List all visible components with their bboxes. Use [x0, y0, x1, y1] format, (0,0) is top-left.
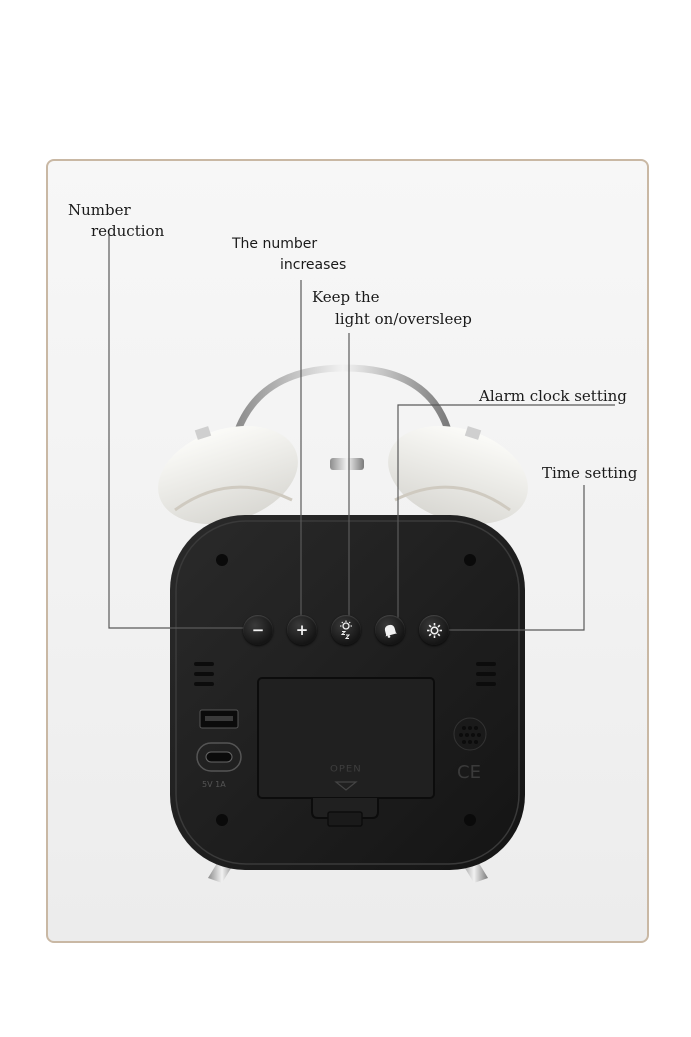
plus-icon: +: [295, 621, 309, 639]
leader-line-alarm: [397, 404, 615, 630]
leader-line-time: [436, 485, 585, 631]
left-bell: [158, 425, 298, 525]
screw: [464, 814, 476, 826]
gear-icon: [426, 622, 442, 638]
screw: [216, 554, 228, 566]
port-rating: 5V 1A: [202, 780, 226, 789]
vents-left: [194, 662, 214, 686]
label-number-increases-line1: The number: [232, 236, 318, 252]
label-light-line1: Keep the: [312, 288, 380, 306]
minus-button[interactable]: −: [243, 615, 273, 645]
label-time-setting: Time setting: [542, 464, 638, 482]
plus-button[interactable]: +: [287, 615, 317, 645]
screw: [216, 814, 228, 826]
screw: [464, 554, 476, 566]
battery-cover-text: OPEN: [330, 764, 362, 775]
label-number-reduction-line2: reduction: [91, 222, 165, 240]
bell-icon: [384, 624, 398, 638]
time-setting-button[interactable]: [419, 615, 449, 645]
right-bell: [388, 425, 528, 525]
ce-mark: CE: [457, 762, 481, 783]
hammer: [330, 458, 364, 470]
label-number-increases-line2: increases: [280, 257, 347, 273]
label-alarm-setting: Alarm clock setting: [479, 387, 627, 405]
leader-line-minus: [108, 235, 258, 629]
vents-right: [476, 662, 496, 686]
label-light-line2: light on/oversleep: [335, 310, 472, 328]
handle: [234, 364, 452, 434]
speaker-grille: [453, 717, 487, 751]
light-snooze-button[interactable]: [331, 615, 361, 645]
label-number-reduction-line1: Number: [68, 201, 131, 219]
alarm-setting-button[interactable]: [375, 615, 405, 645]
battery-cover: [257, 677, 435, 799]
usb-c-port: [196, 742, 242, 772]
minus-icon: −: [251, 621, 265, 639]
light-snooze-icon: [340, 620, 352, 639]
